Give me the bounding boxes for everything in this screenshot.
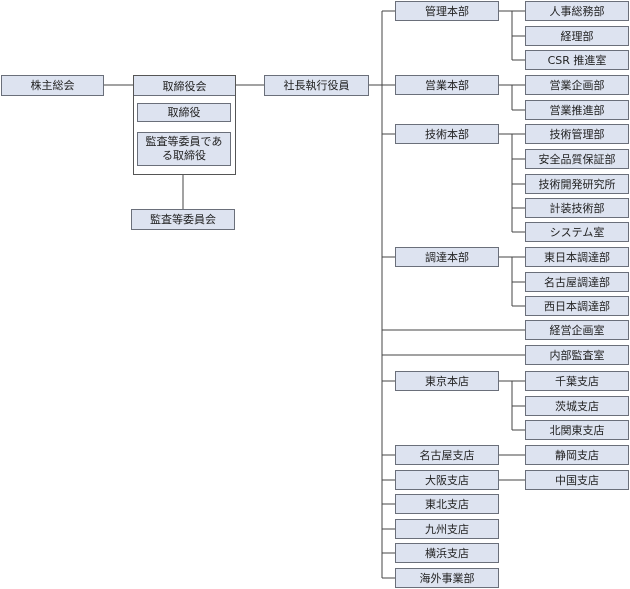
corporate-planning-box: 経営企画室 [525, 320, 629, 340]
shareholders-meeting-box: 株主総会 [1, 75, 104, 96]
director-box: 取締役 [137, 103, 231, 122]
tokyo-head-office-box: 東京本店 [395, 371, 499, 391]
audit-director-box: 監査等委員である取締役 [137, 132, 231, 166]
osaka-branch-box: 大阪支店 [395, 470, 499, 490]
tech-division-box: 技術本部 [395, 124, 499, 144]
dept-box: 計装技術部 [525, 198, 629, 218]
dept-box: 人事総務部 [525, 1, 629, 21]
internal-audit-box: 内部監査室 [525, 345, 629, 365]
dept-box: 経理部 [525, 26, 629, 46]
tohoku-branch-box: 東北支店 [395, 494, 499, 514]
overseas-division-box: 海外事業部 [395, 568, 499, 588]
branch-box: 静岡支店 [525, 445, 629, 465]
procurement-division-box: 調達本部 [395, 247, 499, 267]
dept-box: 安全品質保証部 [525, 149, 629, 169]
dept-box: 技術開発研究所 [525, 174, 629, 194]
admin-division-box: 管理本部 [395, 1, 499, 21]
dept-box: 東日本調達部 [525, 247, 629, 267]
dept-box: 営業企画部 [525, 75, 629, 95]
yokohama-branch-box: 横浜支店 [395, 543, 499, 563]
dept-box: CSR 推進室 [525, 50, 629, 70]
audit-committee-box: 監査等委員会 [131, 209, 235, 230]
kyushu-branch-box: 九州支店 [395, 519, 499, 539]
president-box: 社長執行役員 [264, 75, 369, 96]
branch-box: 北関東支店 [525, 420, 629, 440]
dept-box: 名古屋調達部 [525, 272, 629, 292]
sales-division-box: 営業本部 [395, 75, 499, 95]
nagoya-branch-box: 名古屋支店 [395, 445, 499, 465]
dept-box: 技術管理部 [525, 124, 629, 144]
dept-box: システム室 [525, 222, 629, 242]
dept-box: 営業推進部 [525, 100, 629, 120]
branch-box: 千葉支店 [525, 371, 629, 391]
branch-box: 中国支店 [525, 470, 629, 490]
board-of-directors-label: 取締役会 [134, 76, 235, 96]
dept-box: 西日本調達部 [525, 296, 629, 316]
branch-box: 茨城支店 [525, 396, 629, 416]
